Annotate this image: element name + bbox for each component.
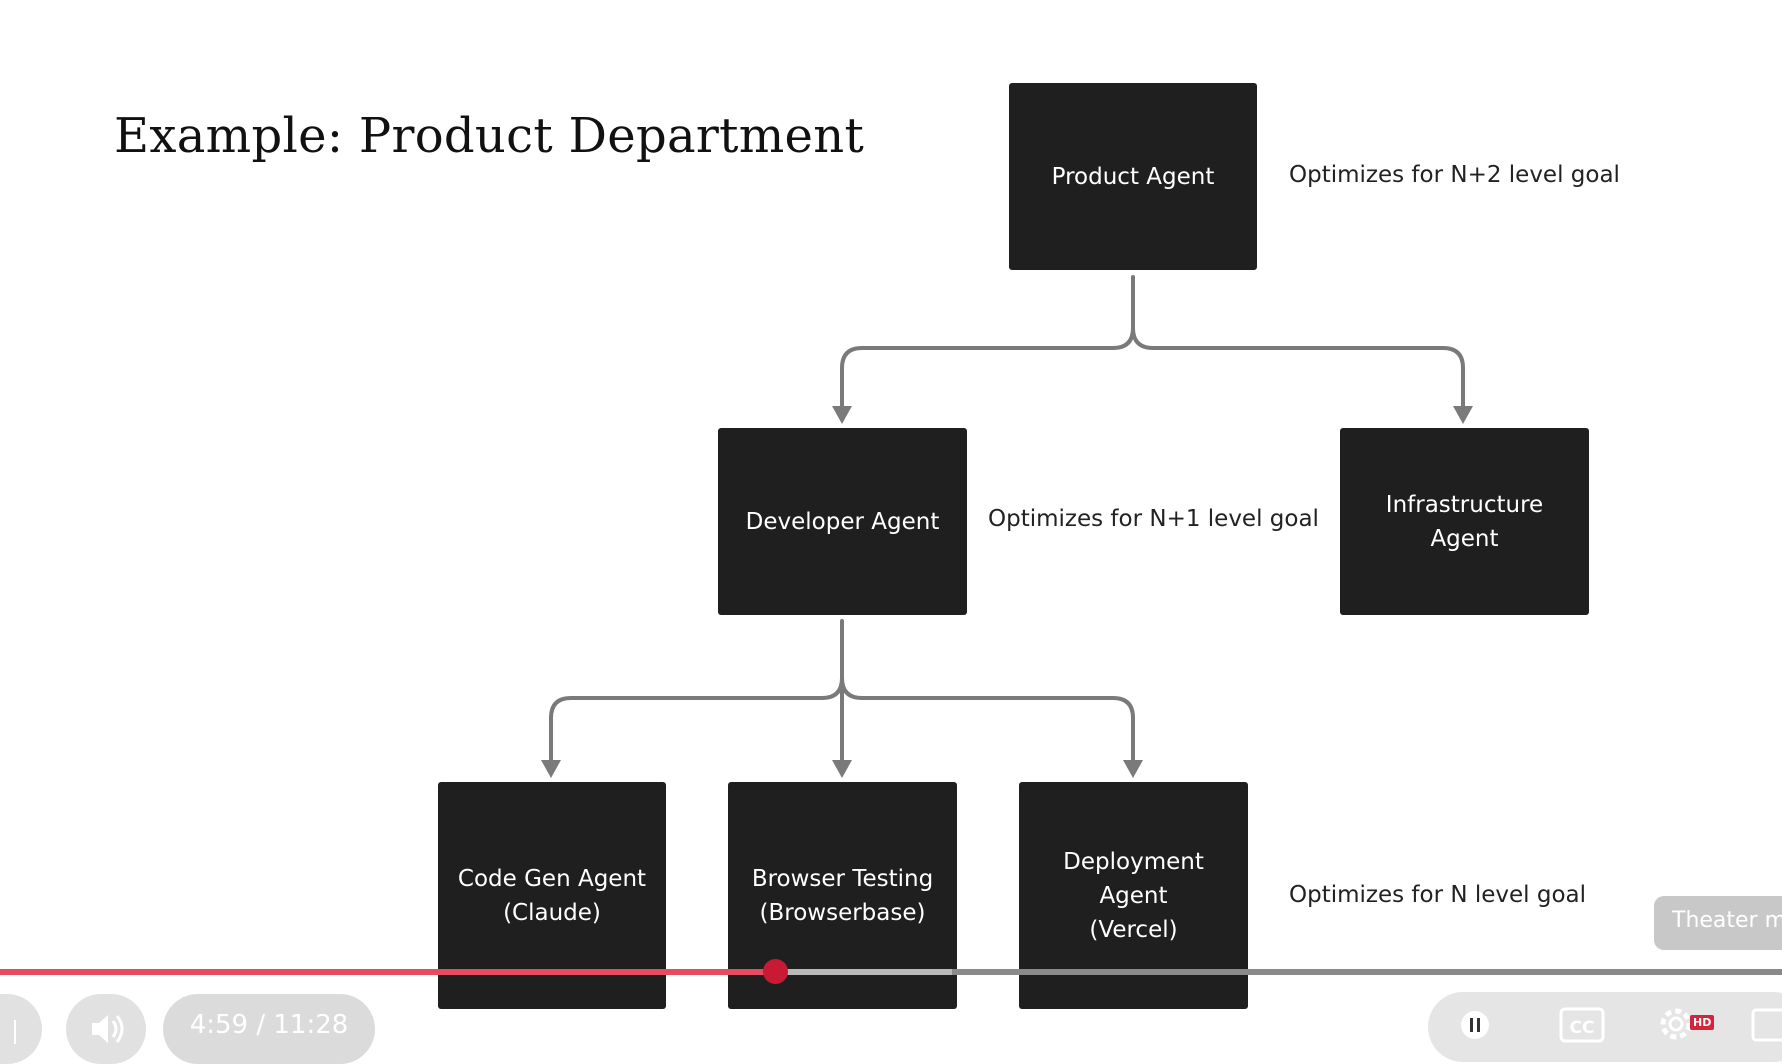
svg-text:CC: CC bbox=[1570, 1018, 1595, 1038]
connector-dev-to-deploy bbox=[840, 676, 1135, 768]
connector-dev-to-codegen bbox=[549, 619, 844, 768]
hd-badge: HD bbox=[1690, 1015, 1715, 1030]
captions-button[interactable]: CC bbox=[1558, 1006, 1606, 1044]
play-icon bbox=[14, 1020, 16, 1044]
box-infrastructure-agent: Infrastructure Agent bbox=[1340, 428, 1589, 615]
theater-icon bbox=[1751, 1008, 1782, 1042]
time-display: 4:59 / 11:28 bbox=[163, 994, 375, 1064]
arrowheads bbox=[541, 406, 1473, 778]
captions-icon: CC bbox=[1559, 1007, 1605, 1043]
note-n-plus-1: Optimizes for N+1 level goal bbox=[988, 506, 1319, 532]
settings-icon bbox=[1660, 1008, 1692, 1040]
arrowhead-infra bbox=[1453, 406, 1473, 424]
note-n-plus-2: Optimizes for N+2 level goal bbox=[1289, 162, 1620, 188]
right-controls: CC bbox=[1428, 992, 1782, 1062]
note-n: Optimizes for N level goal bbox=[1289, 882, 1587, 908]
arrowhead-browser bbox=[832, 760, 852, 778]
pause-icon bbox=[1461, 1011, 1489, 1039]
progress-bar[interactable] bbox=[0, 969, 1782, 975]
progress-played bbox=[0, 969, 776, 975]
hierarchy-connectors bbox=[541, 275, 1473, 778]
settings-button[interactable] bbox=[1656, 1004, 1696, 1044]
pause-button[interactable] bbox=[1460, 1010, 1490, 1040]
box-developer-agent: Developer Agent bbox=[718, 428, 967, 615]
box-product-agent: Product Agent bbox=[1009, 83, 1257, 270]
arrowhead-developer bbox=[832, 406, 852, 424]
volume-button[interactable] bbox=[66, 994, 146, 1064]
connector-product-to-infra bbox=[1131, 326, 1465, 414]
volume-icon bbox=[92, 1015, 124, 1043]
theater-mode-button[interactable] bbox=[1750, 1006, 1782, 1044]
connector-product-trunk bbox=[840, 275, 1135, 414]
progress-scrubber-handle[interactable] bbox=[763, 959, 789, 984]
slide-title: Example: Product Department bbox=[114, 108, 865, 164]
slide: Example: Product Department Product Agen… bbox=[114, 83, 1620, 1009]
arrowhead-codegen bbox=[541, 760, 561, 778]
arrowhead-deploy bbox=[1123, 760, 1143, 778]
theater-mode-tooltip: Theater m bbox=[1654, 896, 1782, 950]
